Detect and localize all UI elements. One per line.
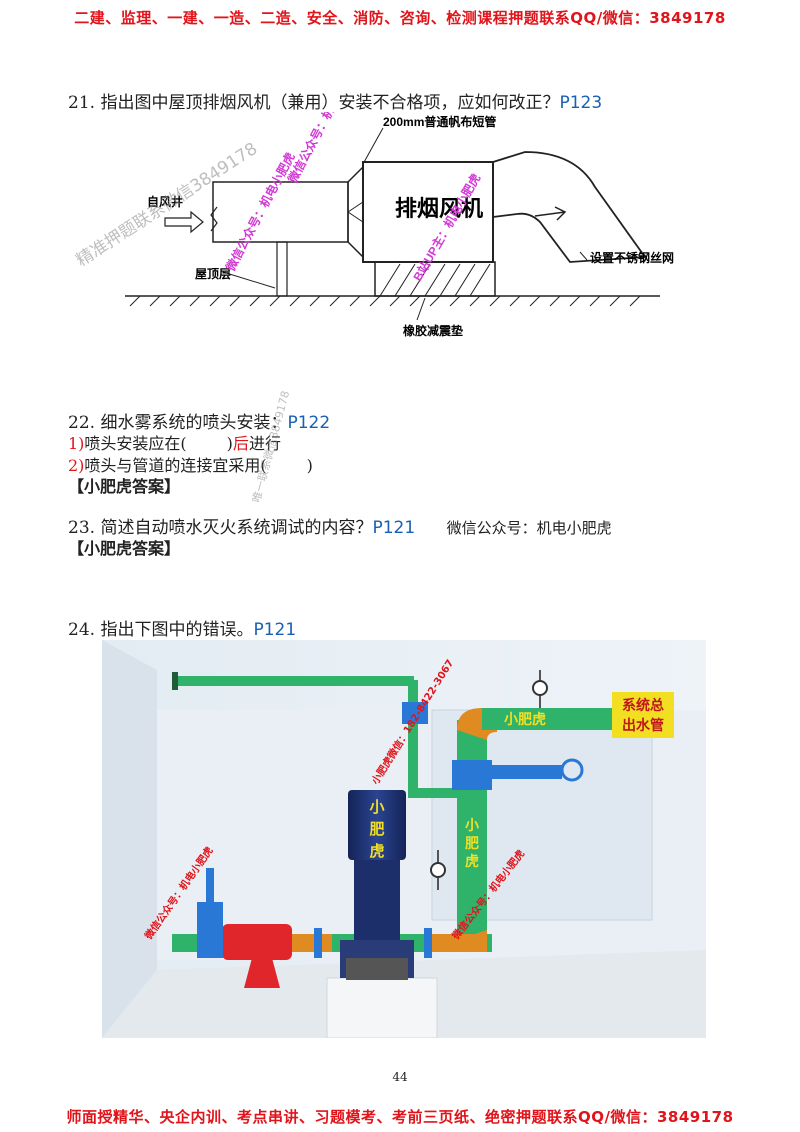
check-valve-top: [402, 702, 428, 724]
pump-plinth: [326, 977, 438, 1038]
riser-pipe: [457, 720, 487, 950]
aside-wechat: 微信公众号：机电小肥虎: [446, 519, 612, 537]
question-text: 指出图中屋顶排烟风机（兼用）安装不合格项，应如何改正？: [100, 93, 560, 113]
page-ref: P123: [559, 93, 603, 113]
duct-support: [276, 241, 288, 297]
outlet-label-box: [612, 692, 674, 738]
riser-label-3: 虎: [465, 853, 479, 870]
inlet-arrow: [164, 210, 204, 234]
pressure-gauge-top: [532, 680, 548, 696]
pad-hatch: [379, 263, 491, 297]
label-from-shaft: 自风井: [147, 194, 183, 209]
pump-motor: [348, 790, 406, 860]
left-wall: [102, 640, 157, 1038]
answer-label-22: 【小肥虎答案】: [68, 477, 181, 496]
q22-item-2: 2)喷头与管道的连接宜采用(): [68, 456, 313, 475]
question-number: 24.: [68, 620, 96, 640]
pump-body: [354, 860, 400, 940]
break-line: [210, 206, 218, 232]
question-21: 21. 指出图中屋顶排烟风机（兼用）安装不合格项，应如何改正？P123: [68, 88, 602, 113]
outlet-pipe-label: 小肥虎: [504, 711, 546, 728]
question-number: 22.: [68, 413, 96, 433]
page-ref: P121: [253, 620, 297, 640]
riser-label-1: 小: [465, 818, 479, 834]
bypass-pipe: [408, 724, 418, 794]
top-pipe: [174, 676, 414, 686]
label-canvas-pipe: 200mm普通帆布短管: [383, 114, 496, 129]
question-number: 21.: [68, 93, 96, 113]
pump-installation-render: 小 肥 虎 小 肥 虎 小肥虎 系统总 出水管 微信公众号：机电小肥虎 小肥虎微…: [102, 640, 706, 1038]
ground-hatch: [129, 295, 641, 307]
page-number: 44: [392, 1070, 408, 1084]
y-strainer: [222, 924, 292, 960]
riser-label-2: 肥: [465, 836, 479, 852]
outlet-label-line1: 系统总: [622, 697, 664, 714]
pump-label-3: 虎: [369, 842, 384, 860]
watermark-bilibili: B站UP主：机电小肥虎: [410, 171, 484, 284]
gate-valve-stem: [492, 765, 562, 779]
shaft-duct: [212, 181, 349, 243]
bottom-banner: 师面授精华、央企内训、考点串讲、习题模考、考前三页纸、绝密押题联系QQ/微信：3…: [66, 1108, 734, 1126]
label-pad: 橡胶减震垫: [403, 323, 463, 338]
handwheel: [560, 758, 584, 782]
answer-label-23: 【小肥虎答案】: [68, 539, 181, 558]
pump-label-2: 肥: [369, 820, 384, 838]
pump-label-1: 小: [369, 798, 384, 816]
question-22: 22. 细水雾系统的喷头安装：P122: [68, 408, 330, 433]
outlet-pipe: [482, 708, 612, 730]
page-ref: P122: [287, 413, 331, 433]
elbow-bottom: [457, 930, 487, 952]
page-ref: P121: [372, 518, 416, 538]
question-23: 23. 简述自动喷水灭火系统调试的内容？P121 微信公众号：机电小肥虎: [68, 513, 612, 538]
vibration-pad: [374, 261, 496, 297]
q22-item-1: 1)喷头安装应在()后进行: [68, 434, 281, 453]
check-valve-riser: [452, 760, 492, 790]
canvas-connector: [347, 165, 364, 259]
question-number: 23.: [68, 518, 96, 538]
elbow-outlet: [492, 151, 647, 263]
question-24: 24. 指出下图中的错误。P121: [68, 615, 296, 640]
outlet-label-line2: 出水管: [622, 717, 664, 734]
pressure-gauge-mid: [430, 862, 446, 878]
question-text: 简述自动喷水灭火系统调试的内容？: [100, 518, 373, 538]
question-text: 细水雾系统的喷头安装：: [100, 413, 288, 433]
smoke-exhaust-fan-diagram: 200mm普通帆布短管 排烟风机 自风井 屋顶层 设置不锈钢丝网 橡胶减震垫 微…: [125, 112, 674, 338]
label-roof: 屋顶层: [195, 267, 231, 281]
gate-valve-left: [197, 902, 223, 958]
top-banner: 二建、监理、一建、一造、二造、安全、消防、咨询、检测课程押题联系QQ/微信：38…: [74, 9, 726, 27]
label-mesh: 设置不锈钢丝网: [590, 250, 674, 265]
question-text: 指出下图中的错误。: [100, 620, 254, 640]
watermark-wechat-a: 微信公众号：机电小肥虎: [284, 112, 360, 186]
label-fan: 排烟风机: [395, 196, 483, 221]
